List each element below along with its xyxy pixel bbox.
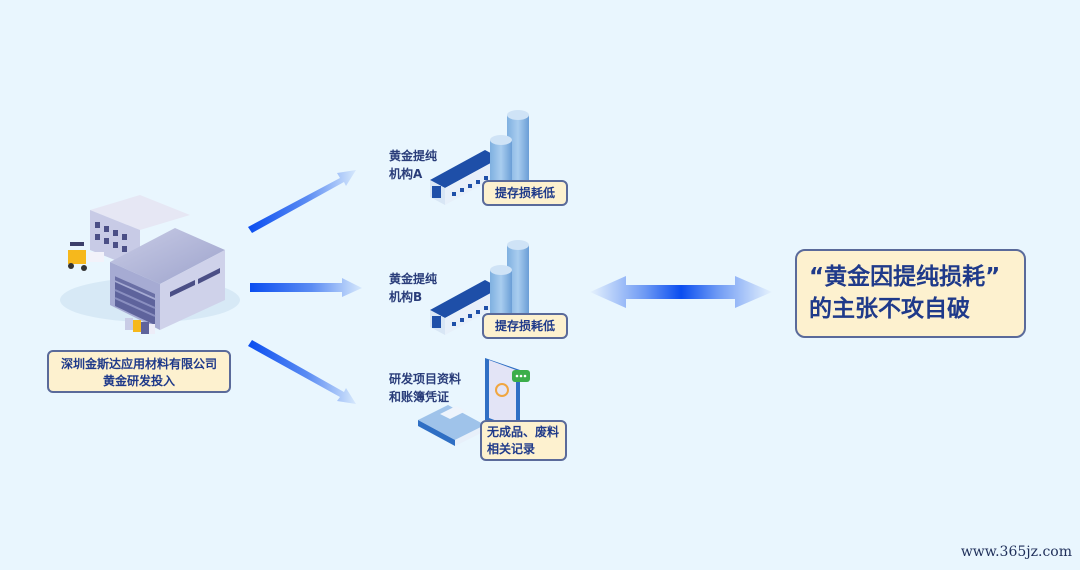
arrow-to-refinery-b [250,278,362,297]
refinery-b-badge: 提存损耗低 [482,313,568,339]
factory-warehouse-icon [60,195,240,334]
refinery-a-label: 黄金提纯 机构A [389,147,437,183]
refinery-a-label-line1: 黄金提纯 [389,149,438,163]
watermark: www.365jz.com [960,544,1072,560]
records-label-line1: 研发项目资料 [389,372,462,386]
source-company-box: 深圳金斯达应用材料有限公司 黄金研发投入 [47,350,231,393]
refinery-silo-icon-a [430,110,529,205]
conclusion-line2: 的主张不攻自破 [809,296,970,322]
refinery-silo-icon-b [430,240,529,335]
refinery-b-label-line2: 机构B [389,290,423,304]
arrow-to-refinery-a [248,170,356,233]
ledger-document-icon [418,358,530,446]
refinery-b-label: 黄金提纯 机构B [389,270,437,306]
refinery-a-badge-text: 提存损耗低 [494,186,555,200]
refinery-a-label-line2: 机构A [389,167,423,181]
records-badge-line2: 相关记录 [487,442,536,456]
records-badge: 无成品、废料 相关记录 [480,420,567,461]
conclusion-line1: “黄金因提纯损耗” [809,264,1001,290]
double-arrow [590,276,772,308]
records-badge-line1: 无成品、废料 [487,425,560,439]
conclusion-box: “黄金因提纯损耗” 的主张不攻自破 [795,249,1026,338]
source-subtitle: 黄金研发投入 [102,374,175,388]
refinery-a-badge: 提存损耗低 [482,180,568,206]
records-label: 研发项目资料 和账簿凭证 [389,370,461,406]
arrow-to-records [248,340,356,404]
source-company-name: 深圳金斯达应用材料有限公司 [60,357,217,371]
refinery-b-label-line1: 黄金提纯 [389,272,438,286]
refinery-b-badge-text: 提存损耗低 [494,319,555,333]
records-label-line2: 和账簿凭证 [389,390,450,404]
